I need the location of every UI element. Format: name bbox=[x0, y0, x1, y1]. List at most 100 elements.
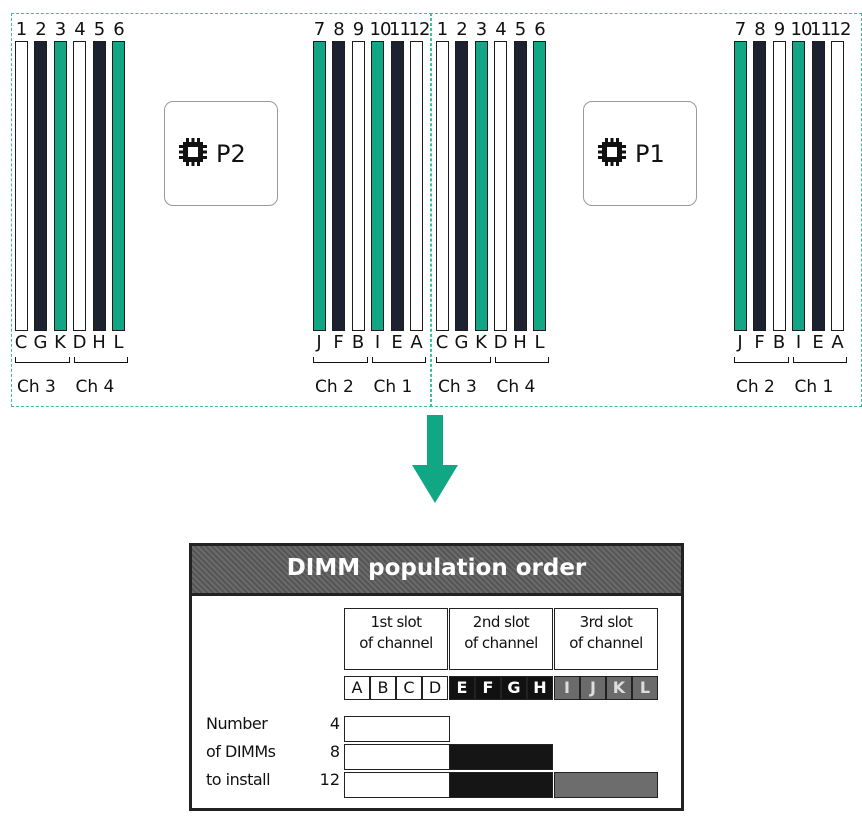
slot-number-7: 7 bbox=[313, 19, 325, 40]
slot-group-line1: 2nd slot bbox=[472, 613, 530, 631]
processor-2-board bbox=[11, 13, 432, 407]
dimm-slot-e bbox=[811, 41, 825, 331]
slot-letter-k: K bbox=[475, 332, 487, 353]
slot-number-6: 6 bbox=[113, 19, 124, 40]
dimm-slot-c bbox=[14, 41, 28, 331]
dimm-slot-b bbox=[772, 41, 786, 331]
slot-letter-cell-f: F bbox=[475, 676, 501, 700]
slot-letter-i: I bbox=[374, 332, 381, 353]
slot-number-2: 2 bbox=[35, 19, 46, 40]
dimm-population-order-table: DIMM population order 1st slot of channel… bbox=[189, 543, 684, 811]
slot-letter-b: B bbox=[772, 332, 786, 353]
dimm-slot-l bbox=[533, 41, 546, 331]
dimm-slot-a bbox=[410, 41, 423, 331]
dimm-slot-c bbox=[435, 41, 449, 331]
dimm-slot-j bbox=[312, 41, 326, 331]
slot-letter-cell-g: G bbox=[501, 676, 527, 700]
slot-group-line1: 3rd slot bbox=[579, 613, 633, 631]
slot-group-line1: 1st slot bbox=[370, 613, 422, 631]
table-header: DIMM population order bbox=[192, 546, 681, 596]
channel-bracket bbox=[494, 357, 549, 363]
processor-label: P2 bbox=[216, 140, 246, 168]
channel-bracket bbox=[734, 357, 789, 363]
slot-number-1: 1 bbox=[15, 19, 27, 40]
row-label: of DIMMs bbox=[206, 742, 276, 761]
slot-number-10: 10 bbox=[369, 19, 392, 40]
slot-letter-c: C bbox=[435, 332, 449, 353]
slot-letter-cell-d: D bbox=[422, 676, 448, 700]
slot-letter-c: C bbox=[14, 332, 28, 353]
dimm-slot-h bbox=[92, 41, 106, 331]
slot-letter-cell-c: C bbox=[396, 676, 422, 700]
dimm-slot-b bbox=[351, 41, 365, 331]
slot-letter-f: F bbox=[754, 332, 765, 353]
slot-number-2: 2 bbox=[456, 19, 467, 40]
slot-letter-cell-e: E bbox=[449, 676, 475, 700]
channel-label: Ch 2 bbox=[315, 377, 354, 397]
slot-letter-j: J bbox=[737, 332, 743, 353]
slot-letter-e: E bbox=[812, 332, 824, 353]
slot-letter-a: A bbox=[831, 332, 844, 353]
dimm-slot-g bbox=[455, 41, 468, 331]
channel-label: Ch 1 bbox=[373, 377, 413, 397]
slot-number-11: 11 bbox=[389, 19, 411, 40]
dimm-slot-k bbox=[474, 41, 488, 331]
slot-letter-cell-a: A bbox=[344, 676, 370, 700]
dimm-slot-f bbox=[332, 41, 345, 331]
channel-label: Ch 2 bbox=[736, 377, 775, 397]
dimm-slot-e bbox=[390, 41, 404, 331]
dimm-count: 4 bbox=[329, 714, 340, 733]
slot-letter-cell-h: H bbox=[527, 676, 553, 700]
slot-letter-cell-j: J bbox=[580, 676, 606, 700]
dimm-slot-d bbox=[494, 41, 507, 331]
slot-letter-e: E bbox=[391, 332, 403, 353]
population-bar bbox=[344, 772, 450, 798]
dimm-slot-f bbox=[753, 41, 766, 331]
channel-label: Ch 4 bbox=[496, 377, 536, 397]
channel-label: Ch 4 bbox=[75, 377, 115, 397]
slot-number-5: 5 bbox=[514, 19, 526, 40]
slot-letter-cell-b: B bbox=[370, 676, 396, 700]
slot-letter-d: D bbox=[493, 332, 508, 353]
slot-number-9: 9 bbox=[773, 19, 785, 40]
slot-number-8: 8 bbox=[333, 19, 344, 40]
slot-number-7: 7 bbox=[734, 19, 746, 40]
slot-letter-i: I bbox=[795, 332, 802, 353]
dimm-slot-g bbox=[34, 41, 47, 331]
slot-number-9: 9 bbox=[352, 19, 364, 40]
channel-label: Ch 3 bbox=[438, 377, 477, 397]
dimm-slot-j bbox=[733, 41, 747, 331]
slot-number-11: 11 bbox=[810, 19, 832, 40]
population-bar bbox=[344, 716, 450, 742]
slot-number-4: 4 bbox=[74, 19, 85, 40]
channel-label: Ch 1 bbox=[794, 377, 834, 397]
slot-group-header: 2nd slot of channel bbox=[449, 608, 553, 670]
slot-number-6: 6 bbox=[534, 19, 545, 40]
slot-letter-g: G bbox=[33, 332, 48, 353]
slot-letter-a: A bbox=[410, 332, 423, 353]
dimm-slot-k bbox=[53, 41, 67, 331]
channel-bracket bbox=[792, 357, 847, 363]
dimm-count: 12 bbox=[319, 770, 340, 789]
slot-number-1: 1 bbox=[436, 19, 448, 40]
row-label: Number bbox=[206, 714, 268, 733]
slot-letter-h: H bbox=[513, 332, 527, 353]
row-label: to install bbox=[206, 770, 271, 789]
table-title: DIMM population order bbox=[286, 555, 587, 581]
slot-group-line2: of channel bbox=[464, 634, 538, 652]
population-bar bbox=[344, 744, 450, 770]
processor-2: P2 bbox=[164, 101, 278, 206]
slot-number-12: 12 bbox=[408, 19, 431, 40]
channel-bracket bbox=[313, 357, 368, 363]
slot-number-3: 3 bbox=[475, 19, 487, 40]
slot-number-8: 8 bbox=[754, 19, 765, 40]
slot-letter-cell-i: I bbox=[554, 676, 580, 700]
processor-chip-icon bbox=[598, 138, 626, 166]
slot-number-3: 3 bbox=[54, 19, 66, 40]
slot-number-12: 12 bbox=[829, 19, 852, 40]
slot-letter-d: D bbox=[72, 332, 87, 353]
slot-number-4: 4 bbox=[495, 19, 506, 40]
population-bar bbox=[449, 772, 553, 798]
slot-group-line2: of channel bbox=[359, 634, 433, 652]
